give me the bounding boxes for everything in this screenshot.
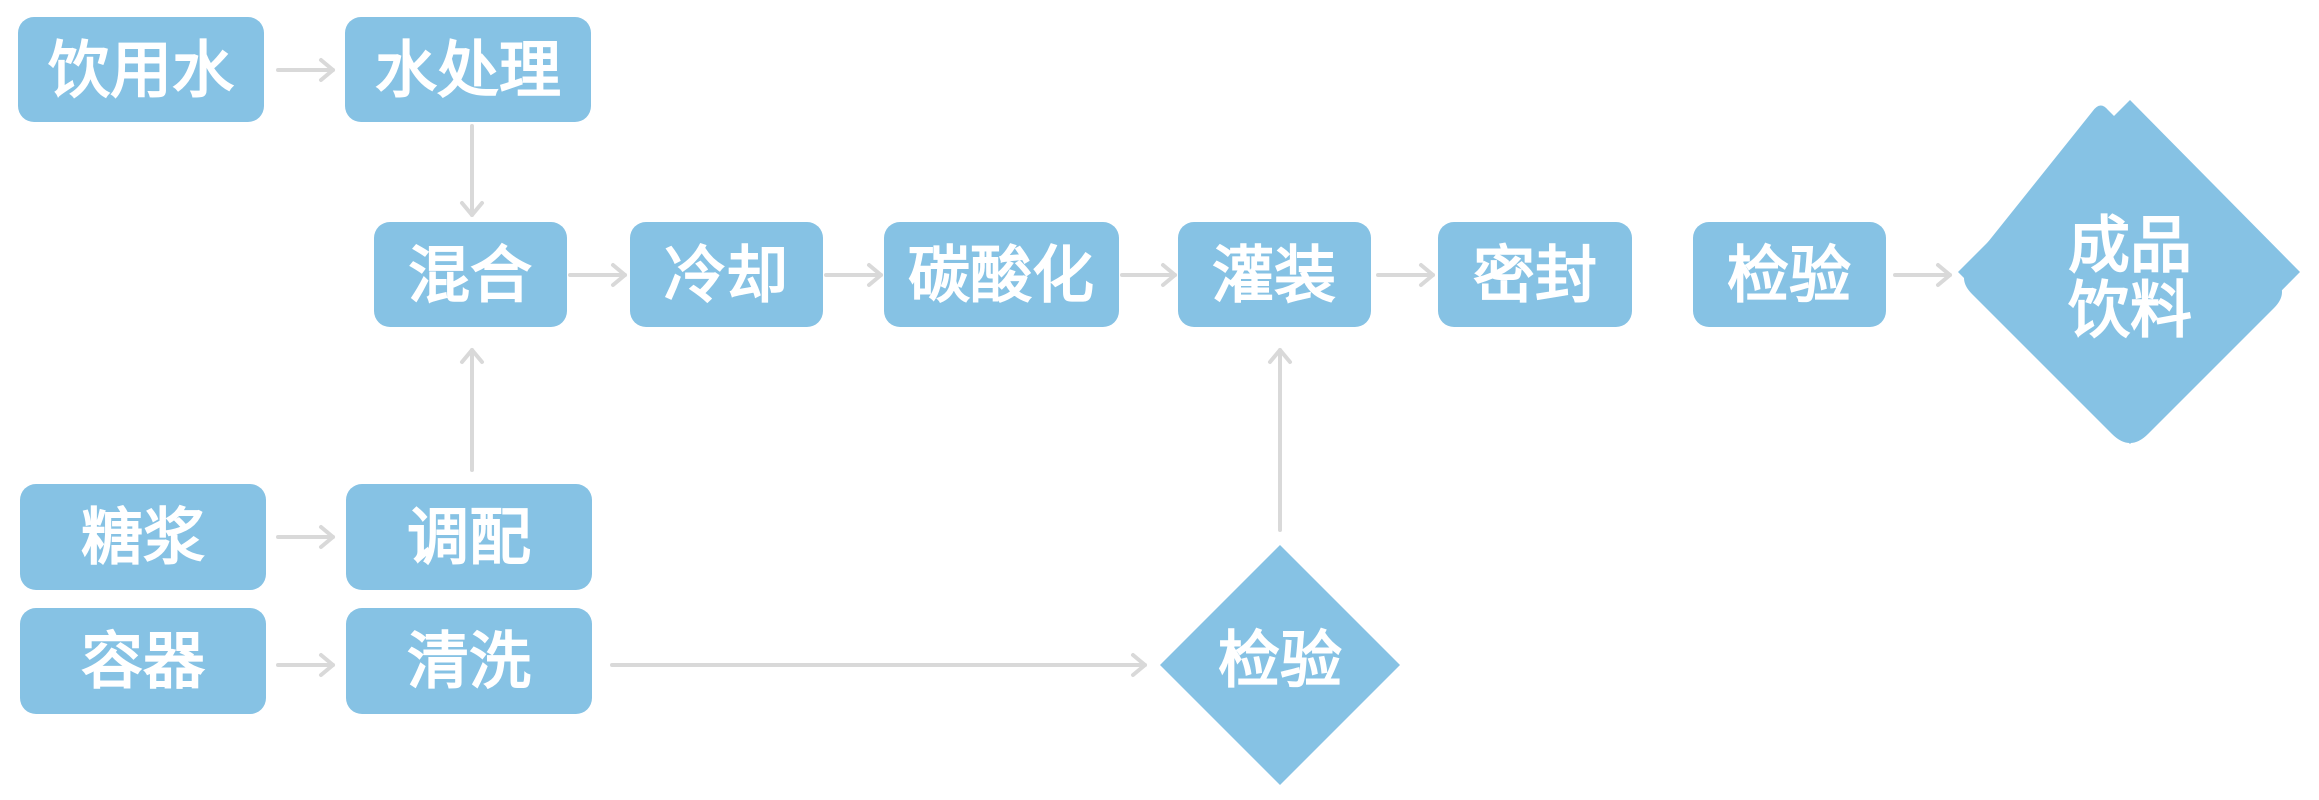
node-filling-label: 灌装 bbox=[1212, 239, 1336, 312]
nodes: 饮用水 水处理 混合 冷却 碳酸化 灌装 密封 检验 bbox=[18, 17, 2300, 785]
node-filling: 灌装 bbox=[1178, 222, 1371, 327]
node-water-treatment-label: 水处理 bbox=[375, 34, 561, 107]
node-container-label: 容器 bbox=[81, 625, 206, 698]
node-inspection-final-label: 检验 bbox=[1727, 239, 1851, 312]
node-cleaning-label: 清洗 bbox=[407, 625, 531, 698]
arrows bbox=[276, 58, 1952, 677]
node-inspection-container-label: 检验 bbox=[1218, 624, 1342, 697]
node-cooling-label: 冷却 bbox=[664, 239, 788, 312]
node-inspection-final: 检验 bbox=[1693, 222, 1886, 327]
arrow-water-treatment-to-mixing bbox=[460, 124, 484, 217]
node-blending: 调配 bbox=[346, 484, 592, 590]
node-cleaning: 清洗 bbox=[346, 608, 592, 714]
node-mixing: 混合 bbox=[374, 222, 567, 327]
arrow-cooling-to-carbonation bbox=[824, 263, 883, 287]
node-finished-beverage-label-line2: 饮料 bbox=[2068, 274, 2192, 347]
arrow-container-to-cleaning bbox=[276, 653, 335, 677]
node-sealing: 密封 bbox=[1438, 222, 1632, 327]
node-syrup: 糖浆 bbox=[20, 484, 266, 590]
node-syrup-label: 糖浆 bbox=[81, 501, 205, 574]
node-finished-beverage: 成品 饮料 bbox=[1958, 100, 2300, 444]
node-blending-label: 调配 bbox=[407, 501, 531, 574]
node-carbonation: 碳酸化 bbox=[884, 222, 1119, 327]
arrow-mixing-to-cooling bbox=[568, 263, 627, 287]
node-inspection-container: 检验 bbox=[1160, 545, 1400, 785]
node-sealing-label: 密封 bbox=[1473, 239, 1597, 312]
node-container: 容器 bbox=[20, 608, 266, 714]
arrow-blending-to-mixing bbox=[460, 348, 484, 472]
arrow-drinking-water-to-water-treatment bbox=[276, 58, 335, 82]
node-mixing-label: 混合 bbox=[408, 239, 532, 312]
arrow-syrup-to-blending bbox=[276, 525, 335, 549]
node-carbonation-label: 碳酸化 bbox=[908, 239, 1094, 312]
node-cooling: 冷却 bbox=[630, 222, 823, 327]
arrow-carbonation-to-filling bbox=[1120, 263, 1177, 287]
arrow-filling-to-sealing bbox=[1376, 263, 1435, 287]
node-drinking-water-label: 饮用水 bbox=[48, 34, 235, 107]
arrow-inspection-to-filling bbox=[1268, 348, 1292, 532]
node-water-treatment: 水处理 bbox=[345, 17, 591, 122]
node-drinking-water: 饮用水 bbox=[18, 17, 264, 122]
arrow-cleaning-to-inspection bbox=[610, 653, 1147, 677]
arrow-inspection-to-finished bbox=[1893, 263, 1952, 287]
node-finished-beverage-label-line1: 成品 bbox=[2068, 209, 2192, 282]
